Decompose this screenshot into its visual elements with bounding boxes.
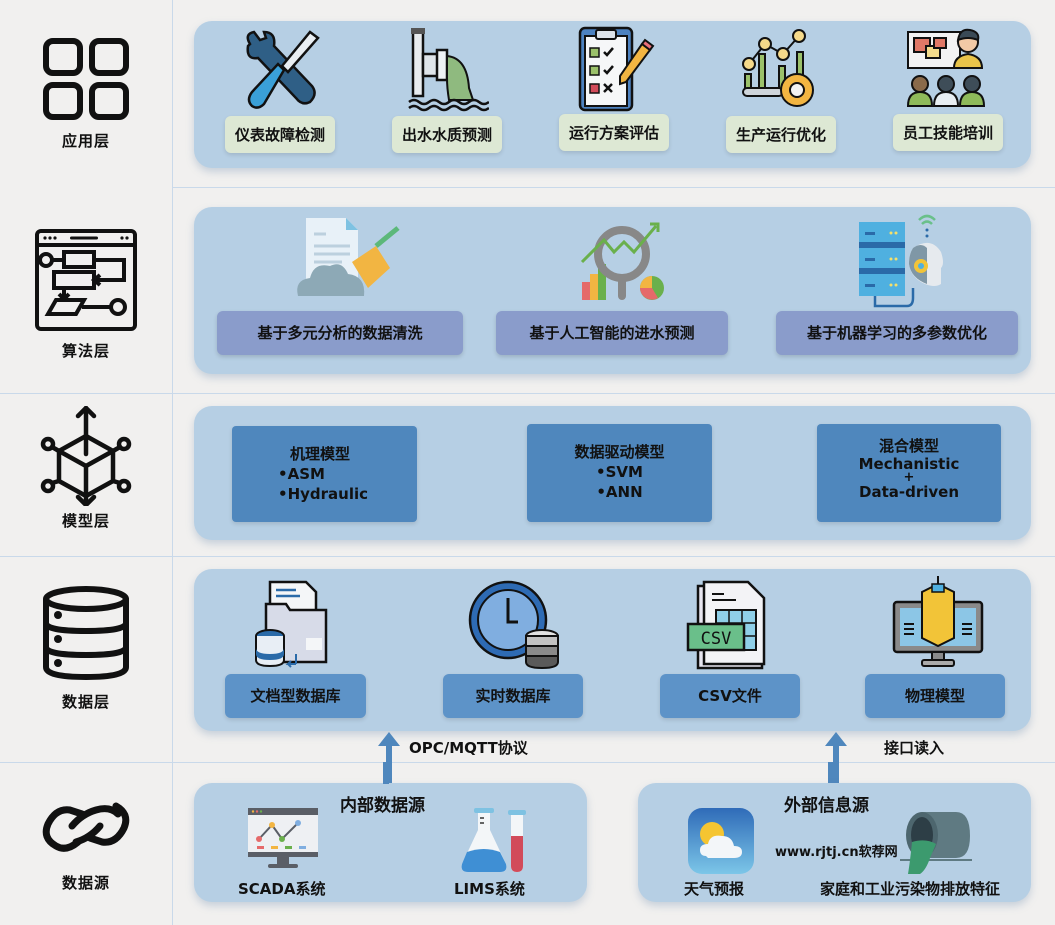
document-database-icon [255,580,328,668]
layer-label-algorithm: 算法层 [0,228,172,361]
wrench-screwdriver-icon [246,30,320,109]
source-item-scada[interactable]: SCADA系统 [238,880,326,898]
internal-source-title: 内部数据源 [340,796,425,816]
column-divider [172,0,173,925]
data-item-document-db[interactable]: 文档型数据库 [225,674,366,718]
csv-file-icon: CSV [686,580,766,670]
model-box-line: •Hydraulic [278,485,369,503]
layer-title: 算法层 [61,342,110,360]
up-arrow-icon [378,732,400,786]
clock-database-icon [468,580,559,670]
algo-item-data-cleaning[interactable]: 基于多元分析的数据清洗 [217,311,463,355]
algo-item-inflow-prediction[interactable]: 基于人工智能的进水预测 [496,311,728,355]
model-box-line: Mechanistic [858,455,960,473]
model-box-line: •ASM [278,465,325,483]
model-box-data-driven[interactable]: 数据驱动模型 •SVM •ANN [527,424,712,522]
app-item-production-optimization[interactable]: 生产运行优化 [706,28,856,153]
model-box-mechanistic[interactable]: 机理模型 •ASM •Hydraulic [232,426,417,522]
model-box-line: + [903,470,915,485]
database-icon [43,586,129,681]
cube-network-icon [40,406,132,506]
layer-title: 数据层 [61,693,110,711]
app-item-plan-evaluation[interactable]: 运行方案评估 [539,26,689,151]
app-item-staff-training[interactable]: 员工技能培训 [873,26,1023,151]
model-box-title: 混合模型 [878,437,939,455]
flowchart-window-icon [35,229,137,331]
model-box-line: Data-driven [859,483,959,501]
layer-label-application: 应用层 [0,36,172,151]
model-box-hybrid[interactable]: 混合模型 Mechanistic + Data-driven [817,424,1001,522]
model-box-line: •SVM [596,463,643,481]
model-box-line: •ANN [596,483,643,501]
watermark: www.rjtj.cn软荐网 [775,845,898,860]
magnifier-trend-icon [580,222,664,300]
up-arrow-icon [825,732,847,786]
data-item-csv-file[interactable]: CSV文件 [660,674,800,718]
row-divider [0,556,1055,557]
app-item-label: 出水水质预测 [391,116,502,153]
row-divider [0,762,1055,763]
gear-chart-icon [742,29,814,107]
layer-label-source: 数据源 [0,796,172,893]
app-item-label: 生产运行优化 [725,116,836,153]
discharge-pipe-icon [900,812,972,874]
connector-line [828,762,834,784]
app-item-label: 运行方案评估 [558,114,669,151]
app-item-label: 员工技能培训 [892,114,1003,151]
scada-monitor-icon [248,808,318,868]
outflow-pipe-icon [408,28,489,112]
source-item-lims[interactable]: LIMS系统 [454,880,525,898]
app-item-label: 仪表故障检测 [224,116,335,153]
building-monitor-icon [892,576,984,667]
grid-apps-icon [43,38,129,120]
connector-line [383,762,389,784]
layer-title: 应用层 [61,132,110,150]
weather-icon [688,808,754,874]
lab-flask-icon [461,808,526,872]
data-cleaning-broom-icon [297,218,400,296]
row-divider [0,393,1055,394]
arrow-label-opc-mqtt: OPC/MQTT协议 [409,739,528,757]
layer-label-data: 数据层 [0,585,172,712]
server-ai-head-icon [859,214,943,308]
source-item-pollutant-discharge[interactable]: 家庭和工业污染物排放特征 [820,880,1001,898]
layer-title: 模型层 [61,512,110,530]
model-box-title: 机理模型 [290,445,351,463]
arrow-label-interface-read: 接口读入 [884,739,945,757]
training-presentation-icon [906,28,986,107]
row-divider [172,187,1055,188]
data-item-physical-model[interactable]: 物理模型 [865,674,1005,718]
checklist-icon [578,26,655,112]
app-item-effluent-quality[interactable]: 出水水质预测 [372,28,522,153]
layer-title: 数据源 [61,874,110,892]
link-chain-icon [42,802,130,852]
algo-item-multi-param-optimization[interactable]: 基于机器学习的多参数优化 [776,311,1018,355]
csv-icon-text: CSV [701,629,732,649]
data-item-realtime-db[interactable]: 实时数据库 [443,674,583,718]
external-source-title: 外部信息源 [784,796,869,816]
source-item-weather[interactable]: 天气预报 [684,880,745,898]
layer-label-model: 模型层 [0,406,172,531]
app-item-instrument-fault[interactable]: 仪表故障检测 [205,28,355,153]
model-box-title: 数据驱动模型 [574,443,665,461]
